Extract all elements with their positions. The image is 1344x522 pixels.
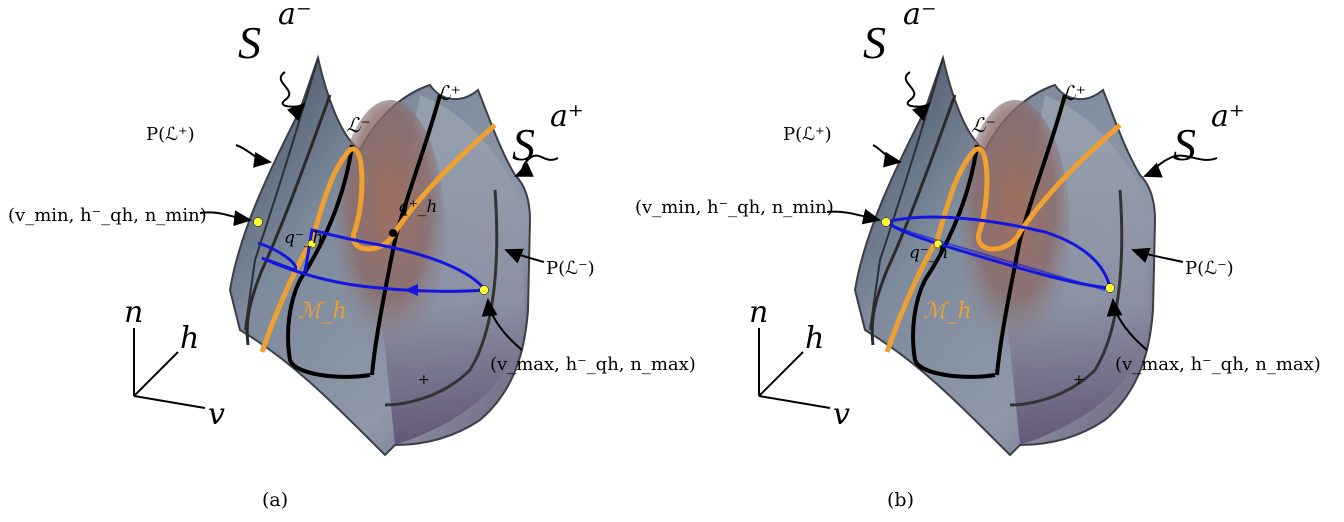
label-s-minus-sup-a: a⁻ bbox=[278, 0, 312, 32]
label-s-minus-sup-b: a⁻ bbox=[903, 0, 937, 32]
label-s-minus-b: S bbox=[863, 17, 886, 68]
label-s-plus-sup-a: a⁺ bbox=[550, 99, 584, 134]
l-minus-curve-a bbox=[286, 144, 371, 379]
p-l-minus-curve-a bbox=[384, 189, 499, 407]
label-p-l-plus-a: P(ℒ⁺) bbox=[146, 124, 195, 145]
panel-b: S a⁻ S a⁺ ℒ⁺ ℒ⁻ P(ℒ⁺) (v_min, h⁻_qh, n_m… bbox=[635, 0, 1321, 511]
point-q-plus-a bbox=[389, 229, 397, 237]
label-vmax-a: (v_max, h⁻_qh, n_max) bbox=[490, 354, 696, 375]
label-s-plus-sup-b: a⁺ bbox=[1211, 99, 1245, 134]
manifold-curve-a bbox=[259, 123, 497, 353]
axes-b: n h v bbox=[749, 295, 850, 432]
label-p-l-plus-b: P(ℒ⁺) bbox=[783, 124, 832, 145]
axes-a: n h v bbox=[124, 295, 225, 432]
axis-h-a: h bbox=[180, 321, 199, 356]
label-vmax-b: (v_max, h⁻_qh, n_max) bbox=[1115, 354, 1321, 375]
axis-v-b: v bbox=[833, 397, 850, 432]
axis-n-a: n bbox=[124, 295, 143, 330]
axis-h-b: h bbox=[805, 321, 824, 356]
label-vmin-a: (v_min, h⁻_qh, n_min) bbox=[8, 205, 207, 226]
label-plus-b: + bbox=[1073, 372, 1085, 388]
panel-a: S a⁻ S a⁺ ℒ⁺ ℒ⁻ P(ℒ⁺) (v_min, h⁻_qh, n_m… bbox=[8, 0, 696, 511]
label-q-minus-a: q⁻_h bbox=[284, 228, 323, 248]
label-l-plus-a: ℒ⁺ bbox=[436, 81, 461, 105]
label-l-plus-b: ℒ⁺ bbox=[1061, 81, 1086, 105]
caption-b: (b) bbox=[887, 489, 914, 511]
label-plus-a: + bbox=[418, 372, 430, 388]
label-q-minus-b: q⁻_h bbox=[909, 243, 948, 263]
label-s-plus-a: S bbox=[512, 119, 535, 170]
axis-n-b: n bbox=[749, 295, 768, 330]
label-vmin-b: (v_min, h⁻_qh, n_min) bbox=[635, 197, 834, 218]
orbit-a bbox=[257, 228, 488, 293]
l-plus-curve-a bbox=[370, 94, 442, 376]
label-p-l-minus-a: P(ℒ⁻) bbox=[546, 258, 595, 279]
label-s-plus-b: S bbox=[1173, 119, 1196, 170]
caption-a: (a) bbox=[262, 489, 288, 511]
label-p-l-minus-b: P(ℒ⁻) bbox=[1185, 258, 1234, 279]
point-q-minus-a bbox=[307, 239, 317, 249]
label-s-minus-a: S bbox=[238, 17, 261, 68]
axis-v-a: v bbox=[208, 397, 225, 432]
point-vmin-a bbox=[253, 217, 263, 227]
label-manifold-b: ℳ_h bbox=[923, 299, 972, 324]
label-l-minus-a: ℒ⁻ bbox=[346, 113, 371, 137]
point-vmax-a bbox=[479, 285, 489, 295]
label-l-minus-b: ℒ⁻ bbox=[971, 113, 996, 137]
p-l-plus-curve-a bbox=[245, 94, 332, 346]
label-manifold-a: ℳ_h bbox=[298, 299, 347, 324]
label-q-plus-a: q⁺_h bbox=[398, 197, 437, 217]
